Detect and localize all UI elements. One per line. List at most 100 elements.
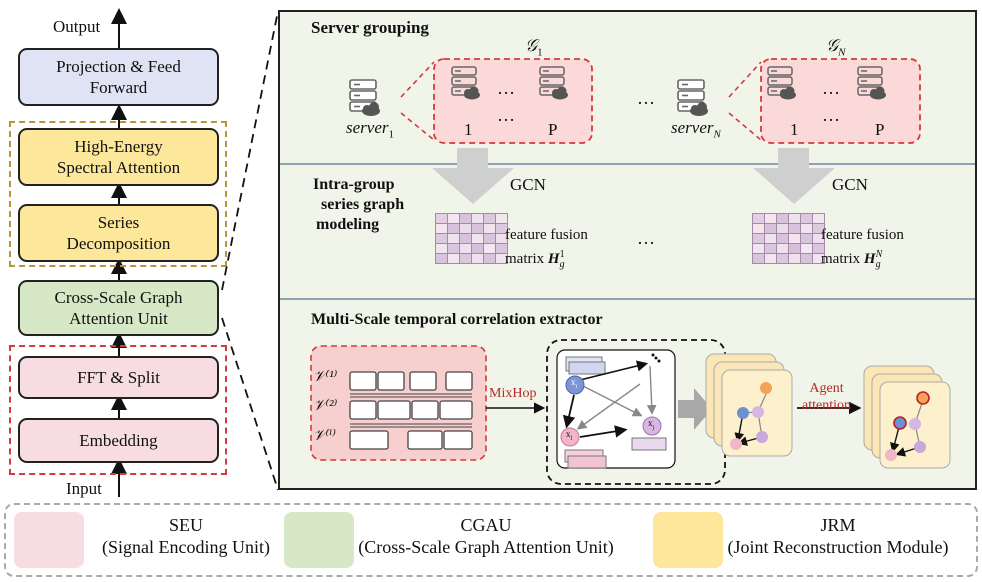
v-label-1: 𝒱⁽¹⁾ (313, 369, 338, 385)
groups-ellipsis: … (637, 88, 655, 108)
cgau-line2: Attention Unit (69, 309, 168, 328)
group-n-index-last: P (875, 120, 885, 139)
fusion-n-sup: N (875, 249, 883, 260)
server-n-label: serverN (671, 118, 721, 140)
gcn-arrow-1 (432, 148, 514, 204)
intra-group-title-line3: modeling (316, 216, 380, 233)
multiscale-graphic (310, 339, 951, 485)
fusion-label-1-line2: matrix Hg1 (505, 245, 588, 274)
projection-line1: Projection & Feed (56, 57, 181, 76)
hesa-line1: High-Energy (74, 137, 163, 156)
left-arrows (111, 8, 127, 497)
legend-jrm-full: (Joint Reconstruction Module) (727, 537, 949, 557)
group-1-index-first: 1 (464, 120, 473, 139)
node-l-x: x (566, 429, 571, 439)
legend-cgau-text: CGAU (Cross-Scale Graph Attention Unit) (318, 514, 654, 558)
series-decomposition-block: Series Decomposition (18, 204, 219, 262)
server-n-sub: N (713, 128, 721, 141)
fusion-label-1-line1: feature fusion (505, 227, 588, 243)
output-label: Output (53, 17, 101, 36)
projection-line2: Forward (89, 78, 148, 97)
fusion-n-sub: g (875, 259, 881, 270)
group-1-dots-bottom: … (497, 105, 515, 125)
legend-cgau-swatch (284, 512, 354, 568)
agent-line2: attention (802, 398, 851, 413)
group-n-symbol: 𝒢 (826, 36, 839, 55)
fusion-label-n: feature fusion matrix HgN (821, 226, 904, 274)
group-n-sub: N (838, 46, 846, 59)
fft-split-block: FFT & Split (18, 356, 219, 399)
intra-ellipsis: … (637, 228, 655, 248)
legend-jrm-swatch (653, 512, 723, 568)
fusion-label-n-line1: feature fusion (821, 227, 904, 243)
gcn-label-n: GCN (832, 175, 868, 194)
group-n-dots-bottom: … (822, 105, 840, 125)
agent-attention-label: Agent attention (802, 380, 851, 414)
node-i-x: x (571, 377, 576, 387)
fusion-matrix-n (752, 213, 825, 264)
group-1-label: 𝒢1 (525, 36, 543, 58)
legend-seu-full: (Signal Encoding Unit) (102, 537, 270, 557)
node-l-label: xl (566, 429, 572, 442)
legend-seu-abbr: SEU (168, 515, 203, 535)
series-decomp-line2: Decomposition (66, 234, 171, 253)
server-1-sub: 1 (388, 128, 394, 141)
legend-jrm-abbr: JRM (820, 515, 856, 535)
input-label: Input (66, 479, 102, 498)
hesa-line2: Spectral Attention (56, 158, 181, 177)
agent-line1: Agent (809, 381, 844, 396)
legend-frame (4, 503, 978, 577)
zoom-lines (221, 10, 279, 491)
intra-group-title-line2: series graph (321, 196, 405, 213)
mixhop-label: MixHop (489, 386, 537, 401)
node-j-sub: j (652, 424, 655, 431)
group-n-index-first: 1 (790, 120, 799, 139)
multiscale-title: Multi-Scale temporal correlation extract… (311, 311, 603, 328)
v-label-i: 𝒱⁽ⁱ⁾ (313, 428, 336, 444)
legend-seu-swatch (14, 512, 84, 568)
server-1-label: server1 (346, 118, 394, 140)
legend-jrm-text: JRM (Joint Reconstruction Module) (700, 514, 976, 558)
fusion-1-symbol: H (547, 251, 560, 267)
server-grouping-graphic (349, 58, 921, 144)
cross-scale-graph-attention-unit-block: Cross-Scale Graph Attention Unit (18, 280, 219, 336)
server-n-text: server (671, 118, 714, 137)
legend-cgau-abbr: CGAU (460, 515, 512, 535)
group-1-symbol: 𝒢 (525, 36, 538, 55)
series-decomp-line1: Series (97, 213, 140, 232)
group-n-label: 𝒢N (826, 36, 845, 58)
fusion-1-sub: g (559, 259, 565, 270)
gcn-label-1: GCN (510, 175, 546, 194)
fusion-n-matrix-word: matrix (821, 251, 861, 267)
group-n-dots-top: … (822, 78, 840, 98)
node-i-label: xi (571, 377, 577, 390)
group-1-index-last: P (548, 120, 558, 139)
node-j-x: x (648, 418, 653, 428)
group-1-sub: 1 (537, 46, 543, 59)
v-label-2: 𝒱⁽²⁾ (313, 398, 338, 414)
panel-divider-2 (280, 298, 975, 300)
fusion-n-symbol: H (863, 251, 876, 267)
cgau-line1: Cross-Scale Graph (54, 288, 183, 307)
server-1-text: server (346, 118, 389, 137)
intra-group-title: Intra-group series graph modeling (313, 175, 404, 235)
intra-group-title-line1: Intra-group (313, 176, 395, 193)
panel-divider-1 (280, 163, 975, 165)
projection-feed-forward-block: Projection & Feed Forward (18, 48, 219, 106)
fusion-label-n-line2: matrix HgN (821, 245, 904, 274)
fusion-label-1: feature fusion matrix Hg1 (505, 226, 588, 274)
legend-cgau-full: (Cross-Scale Graph Attention Unit) (358, 537, 614, 557)
node-j-label: xj (648, 418, 654, 431)
legend-seu-text: SEU (Signal Encoding Unit) (92, 514, 280, 558)
group-1-dots-top: … (497, 78, 515, 98)
server-grouping-title: Server grouping (311, 18, 429, 37)
embedding-block: Embedding (18, 418, 219, 463)
node-i-sub: i (575, 383, 578, 390)
jrm-group-frame (9, 121, 227, 267)
fusion-matrix-1 (435, 213, 508, 264)
node-l-sub: l (570, 435, 573, 442)
fusion-1-sup: 1 (559, 249, 565, 260)
fusion-1-matrix-word: matrix (505, 251, 545, 267)
high-energy-spectral-attention-block: High-Energy Spectral Attention (18, 128, 219, 186)
gcn-arrow-n (753, 148, 835, 204)
